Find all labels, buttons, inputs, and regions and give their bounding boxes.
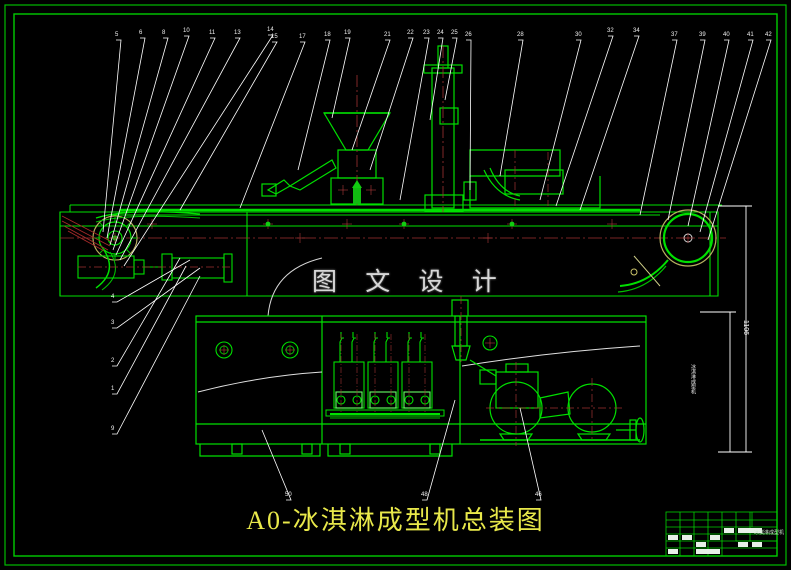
callout-left-number: 9: [111, 426, 115, 432]
center-vertical-column: [423, 45, 464, 212]
drawing-main-title: A0-冰淇淋成型机总装图: [246, 506, 545, 535]
callout-top-number: 23: [423, 30, 430, 36]
callout-top-number: 39: [699, 32, 706, 38]
callout-top-leader: [687, 39, 730, 227]
callout-top-leader: [429, 37, 444, 121]
watermark-text: 图 文 设 计: [312, 269, 508, 296]
callout-left-leader: [112, 275, 201, 435]
callout-bottom-leader: [422, 399, 456, 501]
feed-pipe: [451, 296, 471, 362]
guide-curve-upper: [267, 257, 323, 317]
callout-bottom-number: 46: [535, 492, 542, 498]
callout-top-leader: [699, 39, 754, 233]
callout-left-number: 2: [111, 358, 115, 364]
callout-top-leader: [466, 39, 472, 191]
callout-top-number: 28: [517, 32, 524, 38]
callout-top-leader: [579, 35, 640, 211]
callout-top-leader: [369, 37, 414, 171]
callout-top-number: 30: [575, 32, 582, 38]
callout-left-leader: [112, 257, 181, 367]
callout-top-number: 32: [607, 28, 614, 34]
callout-top-number: 34: [633, 28, 640, 34]
callout-top-leader: [179, 41, 278, 211]
callout-top-leader: [102, 39, 122, 233]
dimension-lines-right: [700, 205, 752, 453]
callout-top-leader: [112, 35, 190, 251]
cabinet-bolt-details: [215, 335, 498, 359]
callout-top-leader: [119, 37, 241, 261]
callout-left-leader: [112, 267, 201, 329]
callout-top-leader: [399, 37, 430, 201]
vertical-machine-label: 冰淇淋成型机: [690, 364, 696, 394]
guide-curve-cabinet: [197, 371, 323, 393]
callout-top-number: 21: [384, 32, 391, 38]
callout-top-number: 26: [465, 32, 472, 38]
right-nozzle-mechanism: [463, 149, 601, 210]
callout-top-number: 5: [115, 32, 119, 38]
callout-top-leader: [667, 39, 706, 221]
callout-top-number: 14: [267, 27, 274, 33]
callout-top-number: 41: [747, 32, 754, 38]
callout-top-leader: [106, 37, 146, 239]
left-hydraulic-cylinder: [77, 253, 233, 283]
callout-top-number: 24: [437, 30, 444, 36]
callout-top-leader: [499, 39, 524, 177]
callout-top-number: 11: [209, 30, 216, 36]
callout-left-leader: [112, 265, 187, 395]
conveyor-node-markers: [146, 218, 618, 244]
callout-left-number: 4: [111, 294, 115, 300]
callout-top-leader: [555, 35, 614, 207]
lower-machine-cabinet: [195, 315, 647, 457]
callout-top-leader: [539, 39, 582, 201]
callout-top-leader: [351, 39, 391, 151]
leader-lines-top: [102, 34, 772, 267]
callout-top-number: 22: [407, 30, 414, 36]
callout-bottom-number: 50: [285, 492, 292, 498]
motor-pump-group: [469, 359, 645, 446]
callout-top-number: 17: [299, 34, 306, 40]
callout-top-number: 42: [765, 32, 772, 38]
callout-top-leader: [123, 34, 274, 267]
callout-top-leader: [115, 37, 216, 256]
callout-top-number: 40: [723, 32, 730, 38]
callout-top-number: 25: [451, 30, 458, 36]
callout-top-leader: [109, 37, 169, 246]
callout-left-leader: [112, 259, 191, 303]
callout-top-number: 8: [162, 30, 166, 36]
dimension-value-height: 1106: [742, 320, 749, 336]
callout-top-number: 15: [271, 34, 278, 40]
callout-top-number: 6: [139, 30, 143, 36]
leader-lines-left: [112, 257, 201, 435]
sheet-border: [4, 4, 787, 566]
callout-top-number: 13: [234, 30, 241, 36]
title-block-company: 冰淇淋成型机: [754, 530, 785, 536]
callout-top-leader: [444, 37, 458, 101]
callout-top-leader: [639, 39, 678, 216]
ice-cream-hopper: [261, 75, 392, 205]
leader-lines-bottom: [261, 399, 542, 501]
callout-top-number: 18: [324, 32, 331, 38]
callout-top-leader: [331, 37, 351, 119]
right-end-roller: [617, 209, 717, 293]
conveyor-frame-assembly: [59, 204, 722, 297]
callout-top-leader: [707, 39, 772, 241]
title-block: [665, 511, 778, 557]
callout-left-number: 3: [111, 320, 115, 326]
callout-top-number: 19: [344, 30, 351, 36]
callout-bottom-number: 48: [421, 492, 428, 498]
callout-top-leader: [297, 39, 331, 171]
callout-top-leader: [239, 41, 306, 209]
callout-top-number: 10: [183, 28, 190, 34]
callout-bottom-leader: [261, 429, 292, 501]
guide-curve-cabinet-right: [461, 345, 641, 367]
callout-top-number: 37: [671, 32, 678, 38]
callout-left-number: 1: [111, 386, 115, 392]
callout-bottom-leader: [519, 407, 542, 501]
filling-nozzle-bank: [325, 332, 445, 419]
